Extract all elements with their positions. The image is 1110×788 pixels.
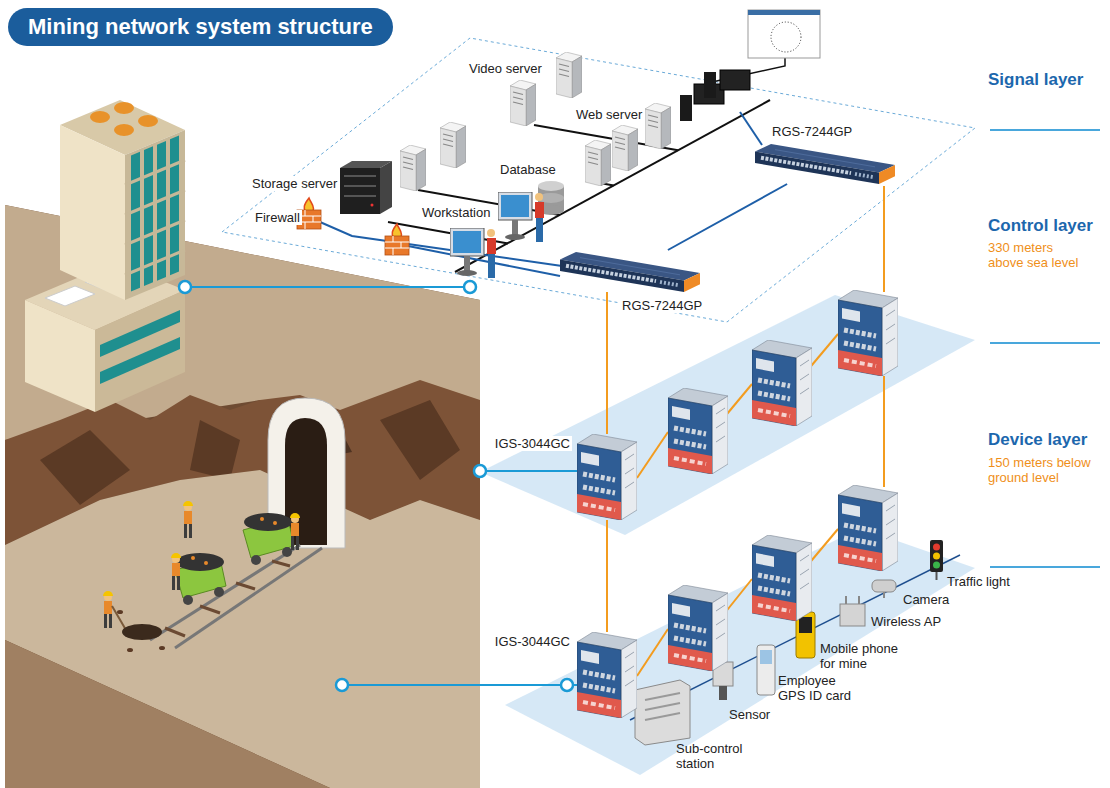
layer-label: Device layer <box>988 430 1087 450</box>
switch-shape <box>560 252 700 292</box>
device-label: Mobile phone for mine <box>820 641 905 671</box>
device-label: Storage server <box>250 176 339 191</box>
altitude-note: 330 meters above sea level <box>988 240 1086 270</box>
layer-planes <box>222 38 975 775</box>
switch-node: IGS-3044GC <box>577 632 637 718</box>
switch-icon <box>560 250 700 292</box>
desktop-pcs <box>680 10 820 121</box>
fiber-links <box>637 186 884 676</box>
switch-node: RGS-7244GP <box>560 250 700 292</box>
network-link <box>606 292 608 434</box>
switch-label: IGS-3044GC <box>493 634 572 649</box>
switch-label: IGS-3044GC <box>493 436 572 451</box>
device-label: Firewall <box>253 210 302 225</box>
network-link <box>668 184 787 250</box>
device-label: Employee GPS ID card <box>778 673 858 703</box>
location-markers <box>179 281 577 691</box>
firewall-icons <box>297 198 409 255</box>
title-banner: Mining network system structure <box>8 8 393 46</box>
layer-label: Control layer <box>988 216 1093 236</box>
layer-rules <box>990 130 1100 567</box>
switch-shape <box>577 632 637 718</box>
mine-cart <box>175 513 294 605</box>
device-label: Workstation <box>420 205 492 220</box>
device-label: Traffic light <box>947 574 1010 589</box>
switch-label: RGS-7244GP <box>770 124 854 139</box>
switch-label: RGS-7244GP <box>620 298 704 313</box>
device-label: Database <box>498 162 558 177</box>
miners <box>103 501 300 652</box>
office-building <box>25 100 185 412</box>
switch-shape <box>577 434 637 520</box>
servers <box>400 52 671 191</box>
device-label: Sensor <box>729 707 770 722</box>
device-label: Camera <box>903 592 949 607</box>
unlabelled-switches <box>668 290 898 671</box>
switch-icon <box>577 434 637 520</box>
storage-icon <box>340 161 392 214</box>
switch-node: IGS-3044GC <box>577 434 637 520</box>
ground-block <box>5 205 480 788</box>
rails <box>150 545 322 648</box>
device-label: Sub-control station <box>676 741 756 771</box>
switch-shape <box>755 144 895 184</box>
switch-icon <box>577 632 637 718</box>
switch-icon <box>755 142 895 184</box>
device-label: Video server <box>467 61 544 76</box>
switch-node: RGS-7244GP <box>755 142 895 184</box>
network-link <box>606 520 608 632</box>
lan-wires <box>320 58 785 276</box>
device-label: Wireless AP <box>871 614 941 629</box>
device-label: Web server <box>574 107 644 122</box>
layer-label: Signal layer <box>988 70 1083 90</box>
altitude-note: 150 meters below ground level <box>988 455 1098 485</box>
